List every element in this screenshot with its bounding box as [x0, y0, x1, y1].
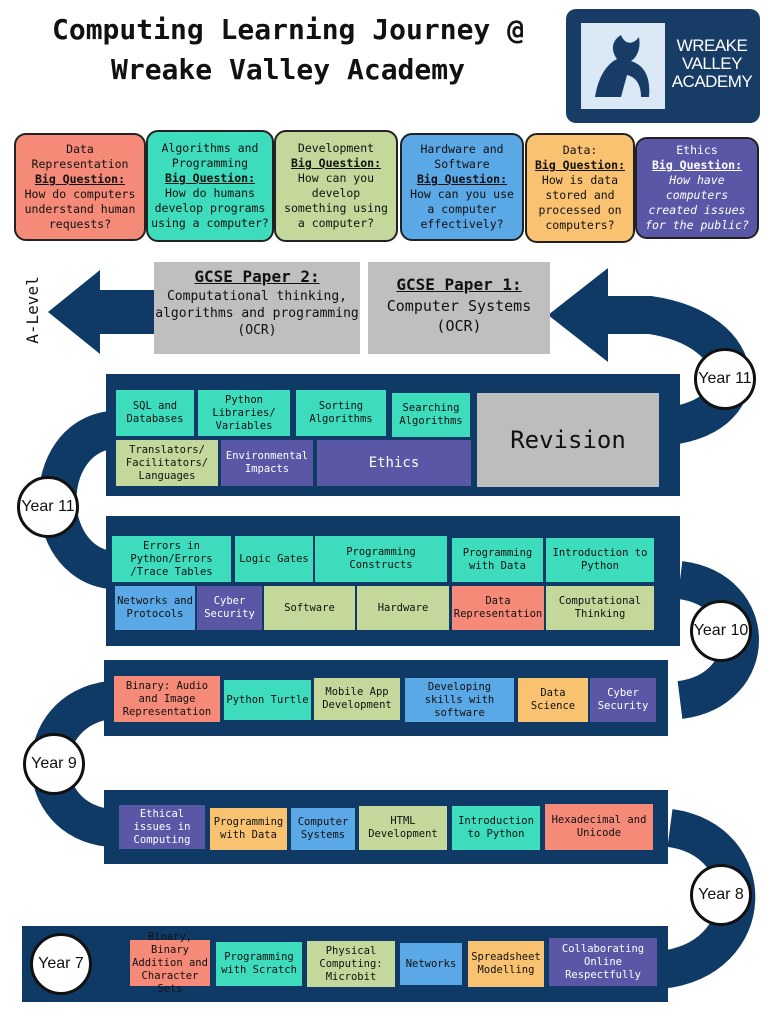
paper1-heading: GCSE Paper 1: — [396, 275, 522, 294]
topic-errors-python: Errors in Python/Errors /Trace Tables — [112, 536, 231, 582]
year7-circle: Year 7 — [30, 933, 92, 995]
topic-cyber-security-y10: Cyber Security — [197, 586, 262, 630]
year11-circle-top: Year 11 — [694, 348, 756, 410]
arrow-head-paper1 — [548, 268, 608, 362]
topic-programming-with-data-y8: Programming with Data — [210, 808, 287, 850]
alevel-label: A-Level — [23, 276, 42, 344]
topic-logic-gates: Logic Gates — [235, 536, 313, 582]
topic-sql-databases: SQL and Databases — [116, 390, 194, 436]
gcse-paper-1: GCSE Paper 1: Computer Systems (OCR) — [368, 262, 550, 354]
topic-sorting-algorithms: Sorting Algorithms — [296, 390, 386, 436]
topic-networks: Networks — [400, 943, 462, 985]
topic-intro-python-y8: Introduction to Python — [452, 806, 540, 850]
topic-computer-systems: Computer Systems — [291, 808, 355, 850]
topic-ethical-issues: Ethical issues in Computing — [119, 805, 205, 849]
topic-computational-thinking: Computational Thinking — [546, 586, 654, 630]
gcse-paper-2: GCSE Paper 2: Computational thinking, al… — [154, 262, 360, 354]
paper2-heading: GCSE Paper 2: — [194, 267, 320, 286]
topic-programming-scratch: Programming with Scratch — [216, 942, 302, 986]
arrow-alevel-shaft — [92, 290, 154, 334]
topic-revision: Revision — [477, 393, 659, 487]
topic-networks-protocols: Networks and Protocols — [115, 586, 195, 630]
topic-physical-computing: Physical Computing: Microbit — [307, 941, 395, 987]
title-line-2: Wreake Valley Academy — [110, 53, 465, 86]
topic-cyber-security-y9: Cyber Security — [590, 678, 656, 722]
topic-programming-constructs: Programming Constructs — [315, 536, 447, 582]
topic-spreadsheet: Spreadsheet Modelling — [468, 941, 544, 987]
title-line-1: Computing Learning Journey @ — [51, 13, 524, 46]
year9-circle: Year 9 — [23, 733, 85, 795]
topic-hardware: Hardware — [357, 586, 449, 630]
topic-hexadecimal-unicode: Hexadecimal and Unicode — [545, 804, 653, 850]
topic-binary-addition: Binary, Binary Addition and Character Se… — [130, 931, 210, 995]
paper2-description: Computational thinking, algorithms and p… — [155, 289, 359, 338]
year10-circle: Year 10 — [690, 600, 752, 662]
topic-environmental-impacts: Environmental Impacts — [221, 440, 313, 486]
paper1-description: Computer Systems (OCR) — [386, 297, 532, 335]
topic-data-science: Data Science — [518, 678, 588, 722]
topic-data-representation: Data Representation — [452, 586, 544, 630]
topic-programming-with-data: Programming with Data — [452, 538, 543, 582]
topic-mobile-app: Mobile App Development — [314, 678, 400, 720]
logo-wordmark: WREAKE VALLEY ACADEMY — [671, 36, 753, 91]
topic-ethics: Ethics — [317, 440, 471, 486]
arrow-alevel-head — [48, 270, 100, 354]
year8-circle: Year 8 — [690, 864, 752, 926]
topic-developing-skills: Developing skills with software — [405, 678, 514, 722]
topic-searching-algorithms: Searching Algorithms — [392, 393, 470, 437]
topic-html-development: HTML Development — [359, 806, 447, 850]
topic-python-libraries: Python Libraries/ Variables — [198, 390, 290, 436]
topic-python-turtle: Python Turtle — [224, 680, 311, 720]
page-title: Computing Learning Journey @ Wreake Vall… — [18, 10, 558, 90]
topic-software: Software — [264, 586, 355, 630]
topic-translators: Translators/ Facilitators/ Languages — [116, 440, 218, 486]
topic-binary-audio-image: Binary: Audio and Image Representation — [114, 676, 220, 722]
big-question-data: Data:Big Question:How is data stored and… — [525, 133, 635, 243]
topic-intro-python: Introduction to Python — [546, 538, 654, 582]
topic-collaborating-online: Collaborating Online Respectfully — [549, 938, 657, 986]
griffin-emblem-icon — [581, 23, 665, 109]
school-logo: WREAKE VALLEY ACADEMY — [566, 9, 760, 123]
year11-circle-left: Year 11 — [17, 476, 79, 538]
